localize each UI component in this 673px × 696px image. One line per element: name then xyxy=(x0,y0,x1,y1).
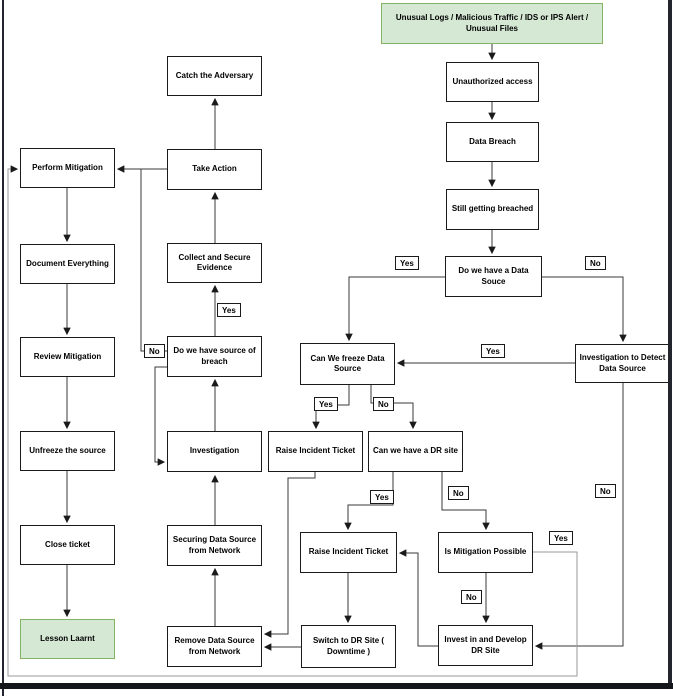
branch-label-yes-investigation-detect: Yes xyxy=(481,344,505,358)
node-take-action: Take Action xyxy=(167,149,262,190)
node-can-we-freeze-data-source: Can We freeze Data Source xyxy=(300,343,395,385)
branch-label-no-source-of-breach: No xyxy=(144,344,165,358)
node-do-we-have-data-source: Do we have a Data Souce xyxy=(445,256,542,297)
node-invest-develop-dr-site: Invest in and Develop DR Site xyxy=(438,625,533,666)
branch-label-yes-data-source: Yes xyxy=(395,256,419,270)
node-close-ticket: Close ticket xyxy=(20,525,115,565)
branch-label-no-mitigation: No xyxy=(461,590,482,604)
node-investigation-to-detect: Investigation to Detect Data Source xyxy=(575,344,670,383)
window-border-left xyxy=(2,0,4,696)
node-investigation: Investigation xyxy=(167,431,262,472)
node-unfreeze-the-source: Unfreeze the source xyxy=(20,431,115,471)
branch-label-yes-mitigation: Yes xyxy=(549,531,573,545)
window-border-bottom xyxy=(0,683,673,689)
node-document-everything: Document Everything xyxy=(20,244,115,284)
node-review-mitigation: Review Mitigation xyxy=(20,337,115,377)
node-collect-secure-evidence: Collect and Secure Evidence xyxy=(167,243,262,283)
branch-label-yes-dr-site: Yes xyxy=(370,490,394,504)
branch-label-yes-source-of-breach: Yes xyxy=(217,303,241,317)
node-still-getting-breached: Still getting breached xyxy=(446,189,539,230)
branch-label-no-data-source: No xyxy=(585,256,606,270)
node-switch-to-dr-site: Switch to DR Site ( Downtime ) xyxy=(301,625,396,668)
node-do-we-have-source-of-breach: Do we have source of breach xyxy=(167,336,262,377)
node-unauthorized-access: Unauthorized access xyxy=(446,62,539,102)
node-raise-incident-ticket-2: Raise Incident Ticket xyxy=(300,532,397,573)
branch-label-yes-freeze: Yes xyxy=(314,397,338,411)
node-data-breach: Data Breach xyxy=(446,122,539,162)
window-border-right xyxy=(668,0,672,689)
node-perform-mitigation: Perform Mitigation xyxy=(20,148,115,188)
node-catch-the-adversary: Catch the Adversary xyxy=(167,56,262,96)
node-remove-data-source: Remove Data Source from Network xyxy=(167,626,262,667)
branch-label-no-investigation-detect: No xyxy=(595,484,616,498)
node-is-mitigation-possible: Is Mitigation Possible xyxy=(438,532,533,573)
node-securing-data-source: Securing Data Source from Network xyxy=(167,525,262,566)
node-lesson-learnt: Lesson Laarnt xyxy=(20,619,115,659)
branch-label-no-dr-site: No xyxy=(448,486,469,500)
node-can-we-have-dr-site: Can we have a DR site xyxy=(368,431,463,472)
node-raise-incident-ticket-1: Raise Incident Ticket xyxy=(268,431,363,472)
branch-label-no-freeze: No xyxy=(373,397,394,411)
node-alert-header: Unusual Logs / Malicious Traffic / IDS o… xyxy=(381,3,603,44)
